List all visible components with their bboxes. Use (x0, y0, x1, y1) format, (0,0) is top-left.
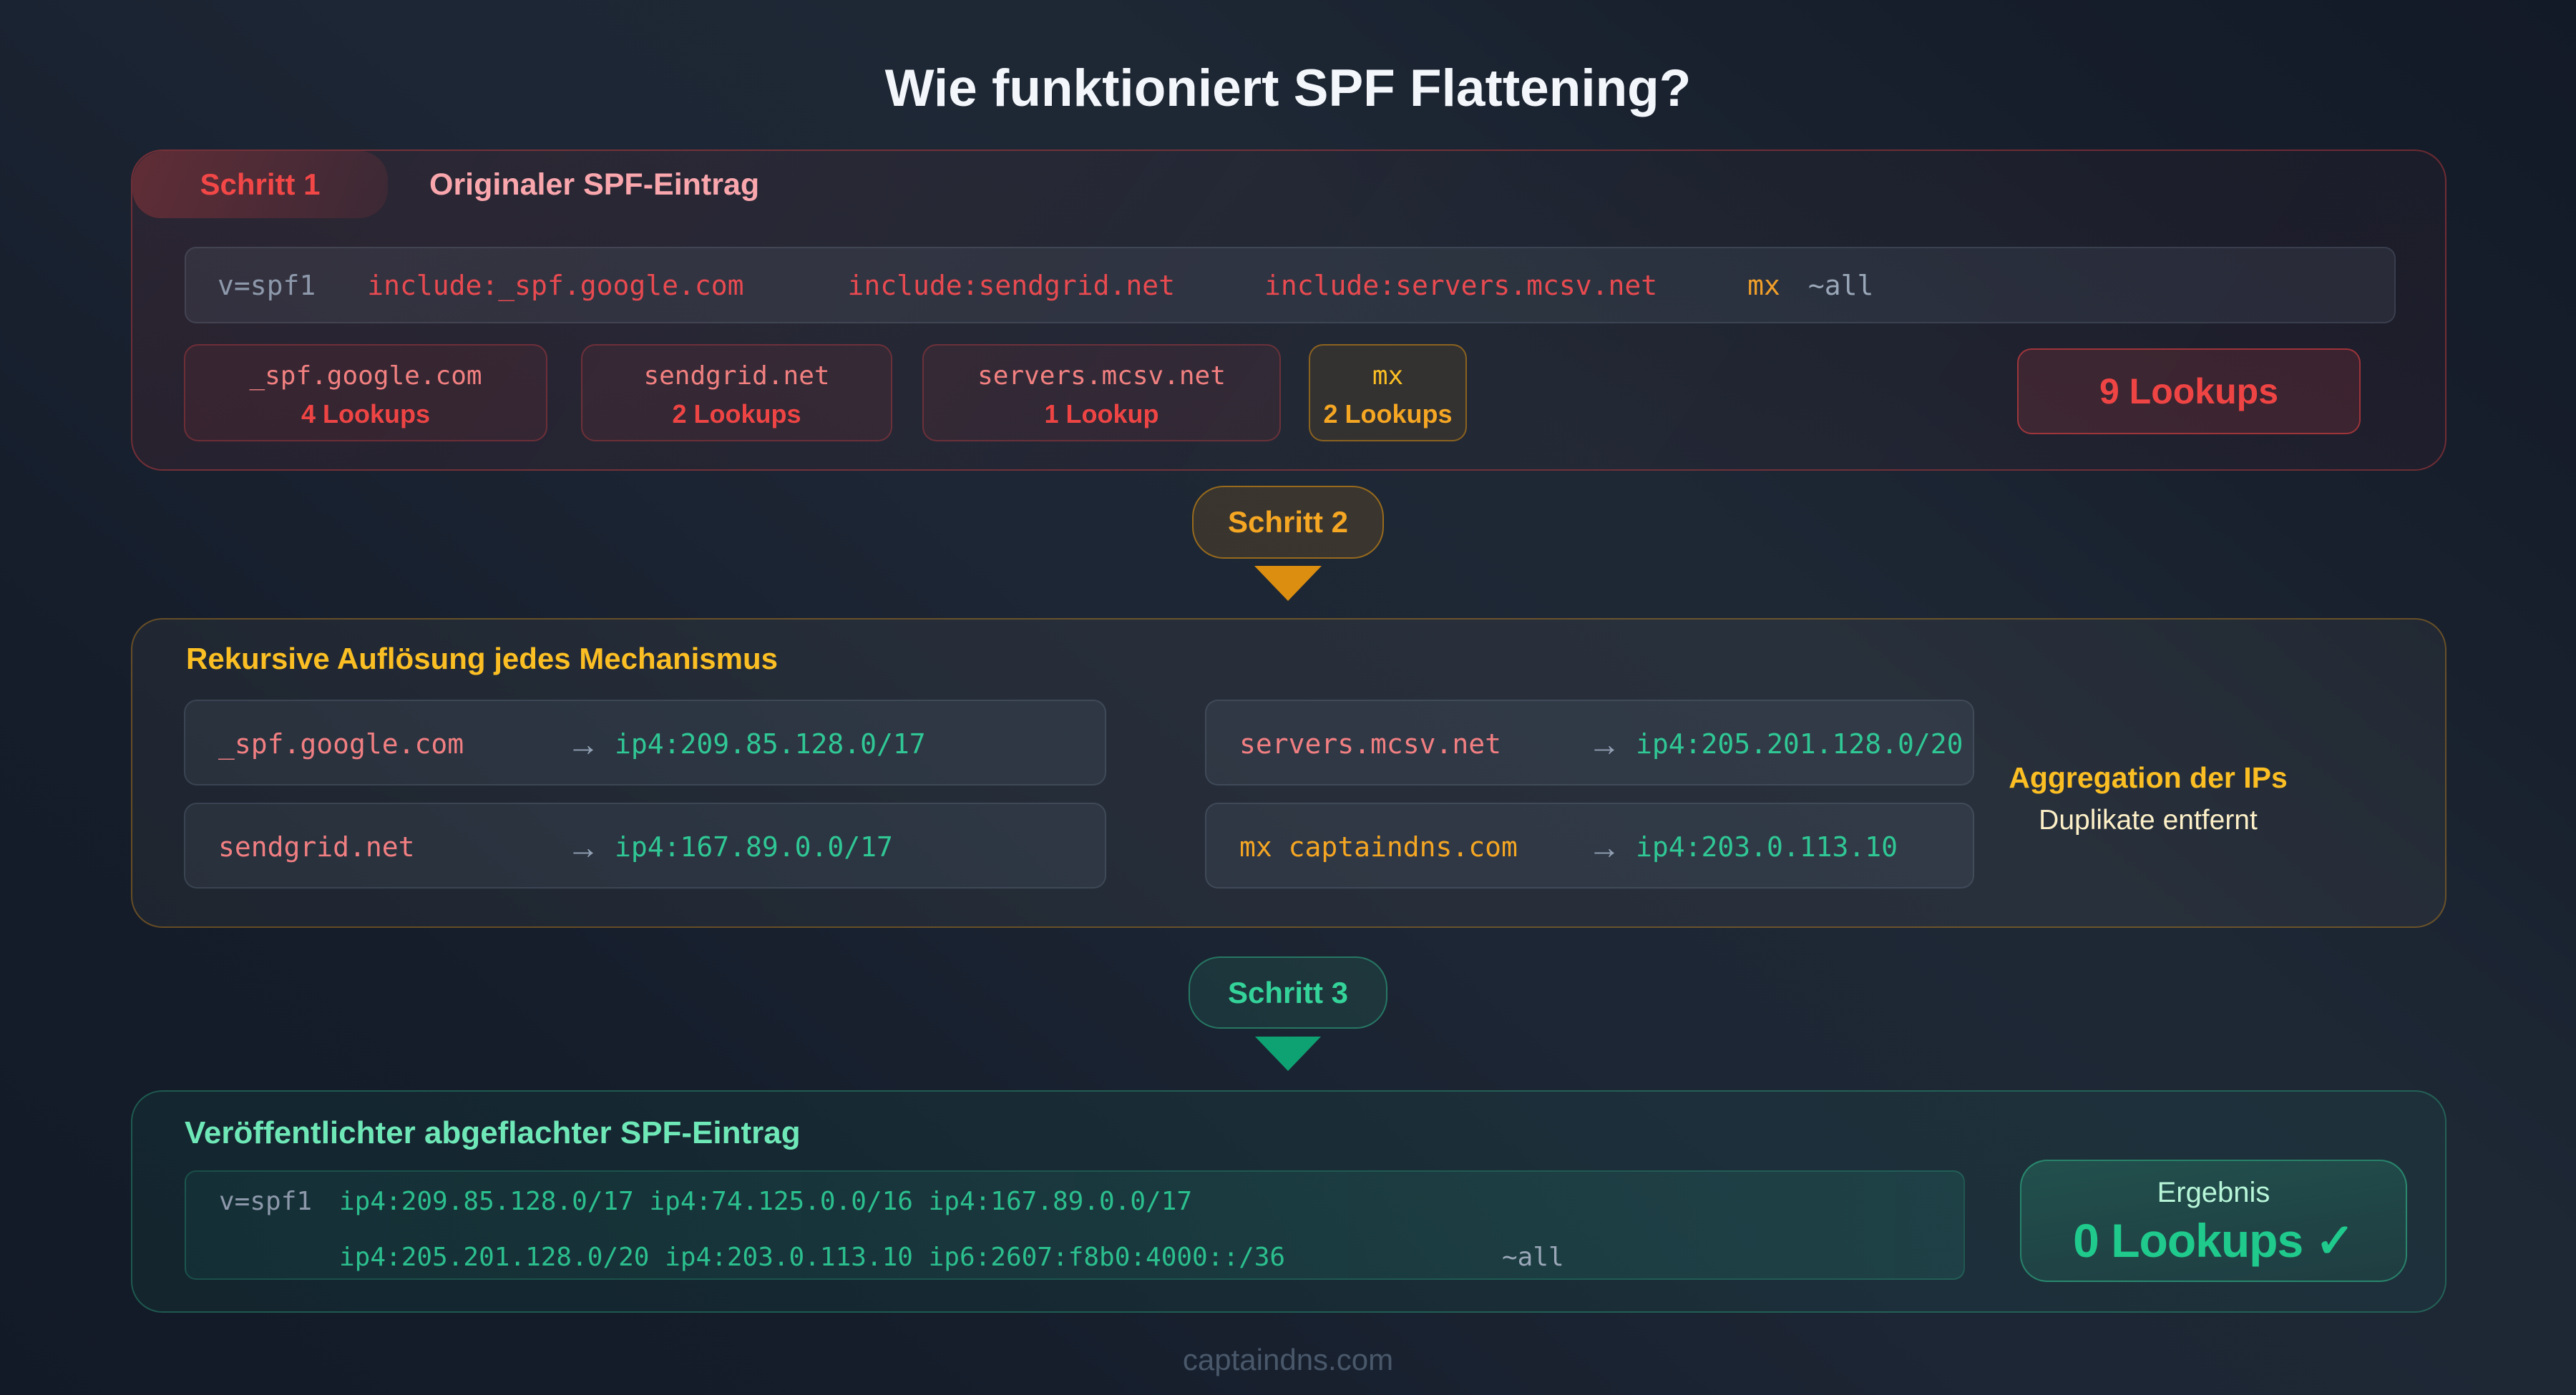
arrow-right-icon: → (567, 828, 600, 866)
footer-watermark: captaindns.com (1182, 1343, 1394, 1376)
lookup-chip-google: _spf.google.com 4 Lookups (184, 344, 547, 441)
step1-panel: Schritt 1 Originaler SPF-Eintrag v=spf1 … (131, 150, 2446, 471)
resolution-row-sendgrid: sendgrid.net → ip4:167.89.0.0/17 (184, 803, 1106, 889)
resolution-source: mx captaindns.com (1239, 831, 1518, 863)
resolution-row-google: _spf.google.com → ip4:209.85.128.0/17 (184, 700, 1106, 785)
lookup-chip-domain: servers.mcsv.net (977, 361, 1226, 391)
original-spf-record: v=spf1 include:_spf.google.com include:s… (185, 247, 2396, 323)
lookup-chip-count: 2 Lookups (1323, 399, 1453, 429)
resolution-source: servers.mcsv.net (1239, 728, 1502, 760)
step1-badge-label: Schritt 1 (200, 167, 321, 201)
lookup-chip-sendgrid: sendgrid.net 2 Lookups (581, 344, 892, 441)
resolution-result: ip4:209.85.128.0/17 (615, 728, 926, 760)
spf-token-mx: mx (1747, 269, 1780, 301)
lookup-chip-domain: _spf.google.com (249, 361, 482, 391)
spf-token-version: v=spf1 (218, 269, 316, 301)
aggregation-note: Aggregation der IPs Duplikate entfernt (1976, 700, 2320, 889)
lookup-chip-count: 4 Lookups (301, 399, 431, 429)
spf-token-ips-line1: ip4:209.85.128.0/17 ip4:74.125.0.0/16 ip… (339, 1187, 1193, 1216)
resolution-source: _spf.google.com (218, 728, 464, 760)
resolution-row-mcsv: servers.mcsv.net → ip4:205.201.128.0/20 (1205, 700, 1974, 785)
flattened-spf-record: v=spf1 ip4:209.85.128.0/17 ip4:74.125.0.… (185, 1170, 1965, 1280)
lookup-chip-mcsv: servers.mcsv.net 1 Lookup (922, 344, 1281, 441)
step2-heading: Rekursive Auflösung jedes Mechanismus (186, 642, 779, 675)
flattened-record-line2: ip4:205.201.128.0/20 ip4:203.0.113.10 ip… (186, 1245, 1963, 1271)
lookup-chip-mx: mx 2 Lookups (1309, 344, 1467, 441)
spf-token-version: v=spf1 (219, 1187, 313, 1216)
result-value: 0 Lookups ✓ (2073, 1213, 2355, 1267)
step3-badge: Schritt 3 (1189, 956, 1387, 1029)
lookup-chip-count: 1 Lookup (1044, 399, 1159, 429)
spf-token-include-google: include:_spf.google.com (367, 269, 744, 301)
resolution-result: ip4:203.0.113.10 (1636, 831, 1898, 863)
aggregation-title: Aggregation der IPs (2009, 761, 2288, 794)
spf-token-ips-line2: ip4:205.201.128.0/20 ip4:203.0.113.10 ip… (339, 1243, 1286, 1272)
flattened-record-line1: v=spf1 ip4:209.85.128.0/17 ip4:74.125.0.… (186, 1189, 1963, 1215)
arrow-right-icon: → (1588, 725, 1621, 763)
spf-token-all: ~all (1502, 1243, 1564, 1272)
page-title: Wie funktioniert SPF Flattening? (884, 59, 1692, 117)
result-chip: Ergebnis 0 Lookups ✓ (2020, 1160, 2407, 1282)
resolution-row-mx: mx captaindns.com → ip4:203.0.113.10 (1205, 803, 1974, 889)
step2-badge: Schritt 2 (1192, 486, 1384, 559)
result-label: Ergebnis (2157, 1176, 2270, 1208)
arrow-down-icon (1254, 566, 1322, 601)
arrow-right-icon: → (567, 725, 600, 763)
lookup-chip-domain: sendgrid.net (643, 361, 830, 391)
spf-token-all: ~all (1807, 269, 1874, 301)
arrow-down-icon (1255, 1037, 1321, 1071)
total-lookups-chip: 9 Lookups (2017, 348, 2361, 434)
step3-heading: Veröffentlichter abgeflachter SPF-Eintra… (185, 1115, 801, 1150)
lookup-chip-domain: mx (1372, 361, 1404, 391)
step1-heading: Originaler SPF-Eintrag (429, 167, 760, 202)
resolution-result: ip4:205.201.128.0/20 (1636, 728, 1963, 760)
spf-token-include-sendgrid: include:sendgrid.net (847, 269, 1176, 301)
resolution-source: sendgrid.net (218, 831, 415, 863)
aggregation-subtitle: Duplikate entfernt (2039, 805, 2258, 836)
spf-token-include-mcsv: include:servers.mcsv.net (1264, 269, 1658, 301)
arrow-right-icon: → (1588, 828, 1621, 866)
step1-badge: Schritt 1 (132, 151, 388, 218)
step3-panel: Veröffentlichter abgeflachter SPF-Eintra… (131, 1090, 2446, 1313)
lookup-chip-count: 2 Lookups (672, 399, 801, 429)
resolution-result: ip4:167.89.0.0/17 (615, 831, 893, 863)
step2-panel: Rekursive Auflösung jedes Mechanismus _s… (131, 618, 2446, 928)
